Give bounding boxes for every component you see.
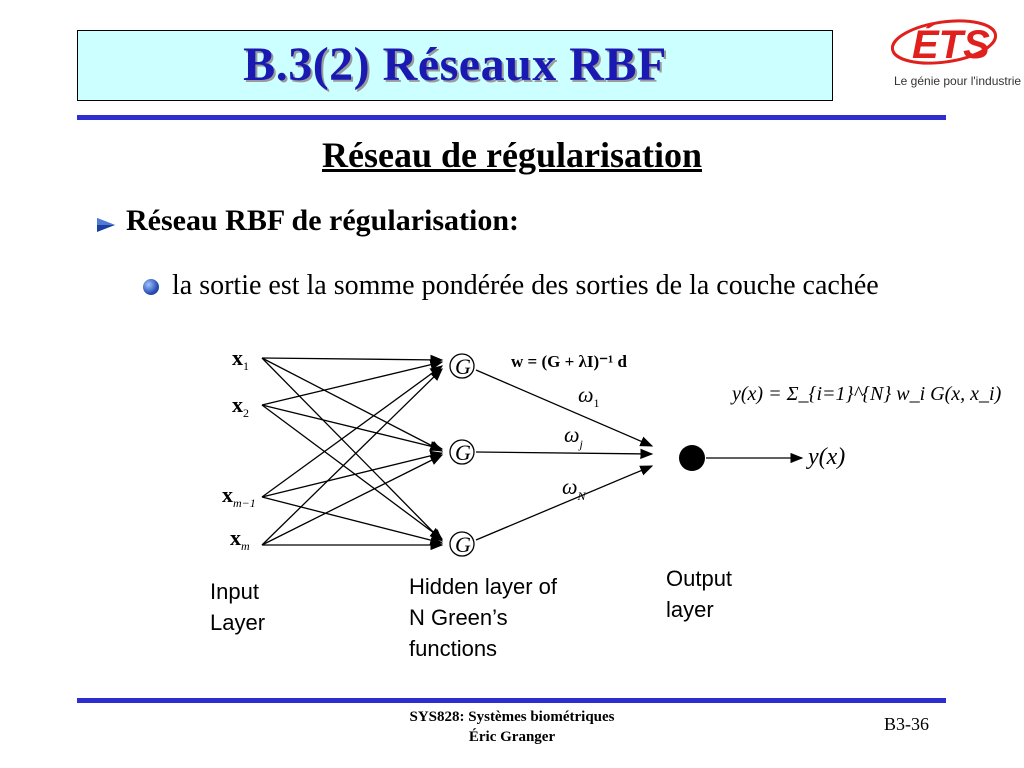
- input-xm: xm: [230, 525, 250, 553]
- input-xm-1: xm−1: [222, 482, 256, 510]
- bullet-dot-icon: [143, 279, 159, 295]
- weight-omega-j: ωj: [564, 422, 584, 451]
- input-layer-label: Input Layer: [210, 579, 266, 635]
- slide-subtitle: Réseau de régularisation: [322, 135, 702, 175]
- hidden-node: G: [449, 531, 475, 557]
- input-x1: x1: [232, 345, 249, 373]
- hidden-node: G: [449, 439, 475, 465]
- hidden-layer-label: Hidden layer of N Green’s functions: [409, 574, 557, 661]
- bullet-level1: Réseau RBF de régularisation:: [126, 204, 520, 237]
- page-number: B3-36: [884, 714, 929, 734]
- ets-logo: ÉTS Le génie pour l'industrie: [890, 19, 1021, 88]
- footer-course: SYS828: Systèmes biométriques: [409, 709, 615, 725]
- svg-text:G: G: [455, 354, 471, 379]
- output-formula: y(x) = Σ_{i=1}^{N} w_i G(x, x_i): [730, 383, 1002, 405]
- hidden-node: G: [449, 353, 475, 379]
- input-x2: x2: [232, 392, 249, 420]
- input-hidden-connections: [261, 354, 444, 551]
- output-node: [679, 445, 705, 471]
- svg-text:G: G: [455, 440, 471, 465]
- weight-formula: w = (G + λI)⁻¹ d: [511, 352, 627, 371]
- hidden-output-connections: [475, 369, 804, 541]
- top-rule: [77, 115, 946, 120]
- footer-author: Éric Granger: [468, 729, 556, 745]
- weight-omega-n: ωN: [562, 474, 587, 503]
- weight-omega-1: ω1: [578, 382, 600, 410]
- svg-text:ÉTS: ÉTS: [912, 22, 990, 67]
- footer: SYS828: Systèmes biométriques Éric Grang…: [0, 707, 1024, 747]
- output-y: y(x): [806, 444, 845, 470]
- slide-title: B.3(2) Réseaux RBF: [243, 38, 667, 91]
- svg-text:G: G: [455, 532, 471, 557]
- bullet-level2: la sortie est la somme pondérée des sort…: [172, 270, 879, 301]
- bottom-rule: [77, 698, 946, 703]
- svg-text:Le génie pour l'industrie: Le génie pour l'industrie: [894, 74, 1021, 88]
- bullet-arrow-icon: [97, 218, 115, 232]
- output-layer-label: Output layer: [666, 566, 733, 622]
- title-box: B.3(2) Réseaux RBF: [77, 30, 833, 101]
